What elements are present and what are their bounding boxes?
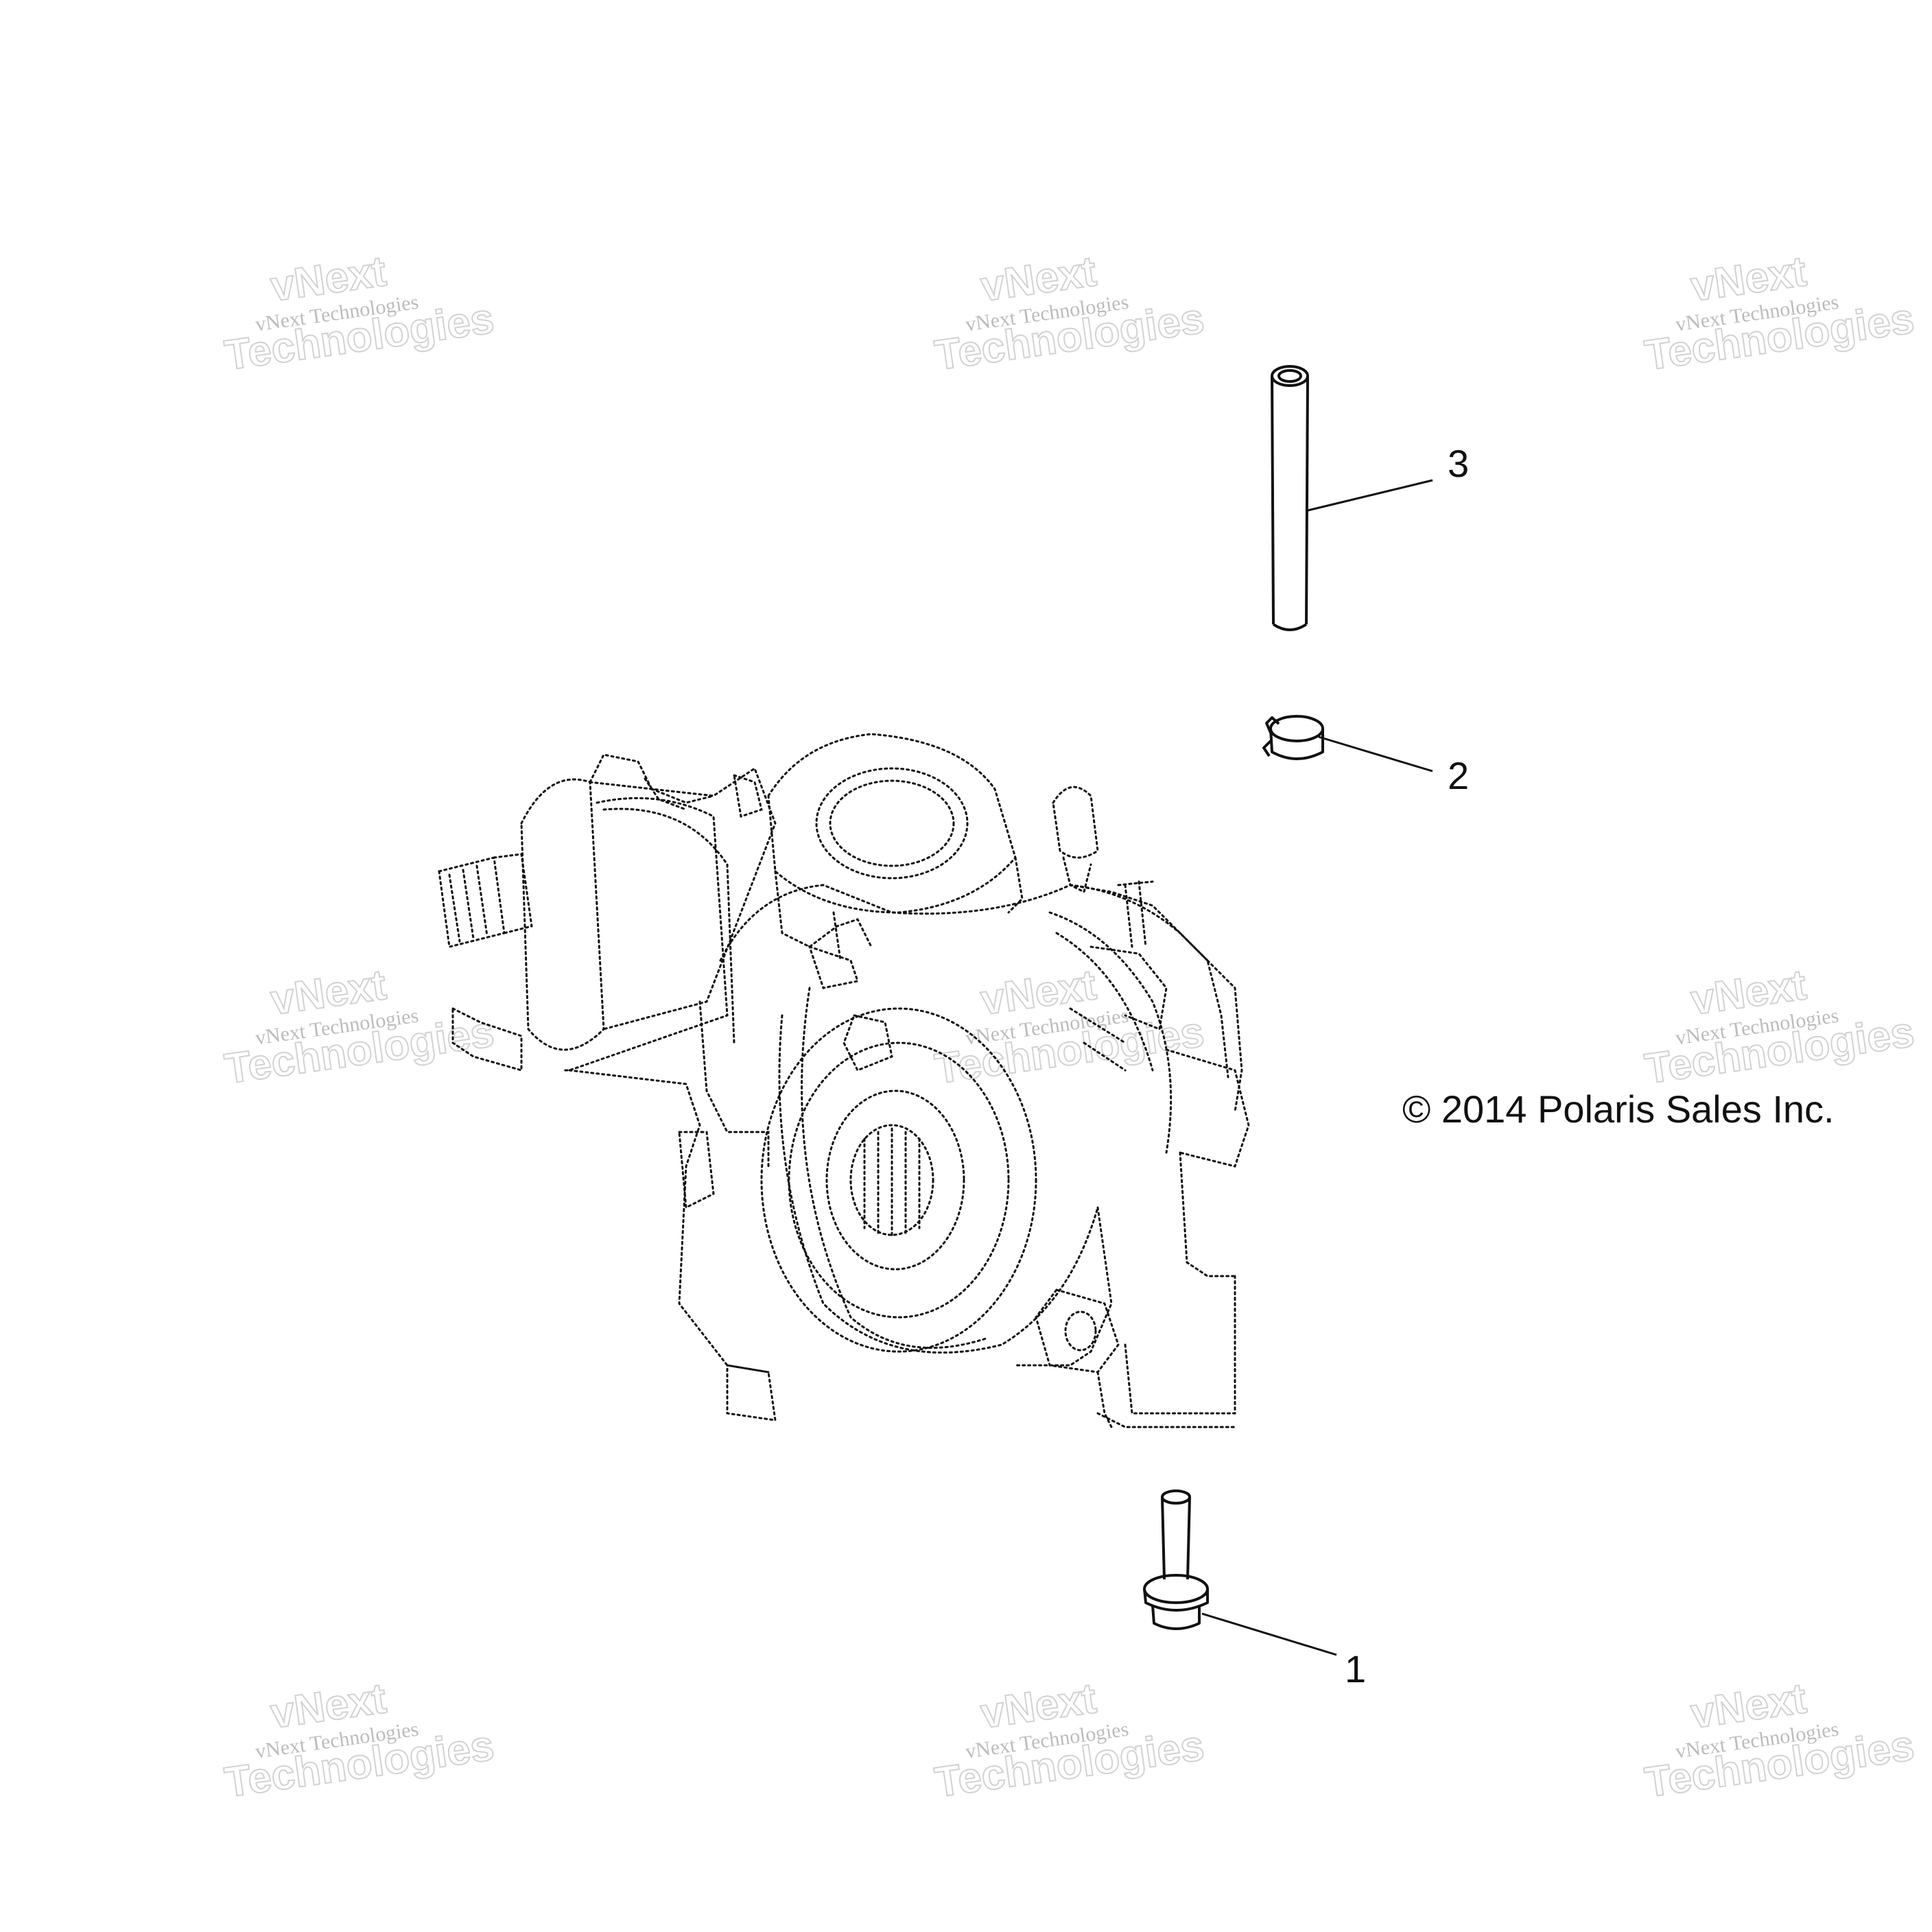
part-1-bolt — [1143, 1489, 1209, 1630]
watermark-top-center: vNext vNext Technologies Technologies — [931, 247, 1208, 380]
watermark-mid-right: vNext vNext Technologies Technologies — [1641, 961, 1918, 1094]
callout-2-label: 2 — [1448, 754, 1469, 797]
watermark-top-left: vNext vNext Technologies Technologies — [221, 247, 497, 380]
callout-1-label: 1 — [1345, 1647, 1366, 1690]
callout-3-label: 3 — [1448, 442, 1469, 485]
watermark-bottom-center: vNext vNext Technologies Technologies — [931, 1674, 1208, 1807]
watermark-top-right: vNext vNext Technologies Technologies — [1641, 247, 1918, 380]
copyright-notice: © 2014 Polaris Sales Inc. — [1402, 1087, 1835, 1131]
callout-1-leader — [1201, 1612, 1337, 1656]
gearcase-assembly — [438, 733, 1250, 1428]
callout-3-leader — [1307, 479, 1433, 512]
watermark-bottom-right: vNext vNext Technologies Technologies — [1641, 1674, 1918, 1807]
watermark-bottom-left: vNext vNext Technologies Technologies — [221, 1674, 497, 1807]
callout-2-leader — [1318, 735, 1433, 773]
part-2-clamp — [1262, 715, 1324, 760]
watermark-mid-left: vNext vNext Technologies Technologies — [221, 961, 497, 1094]
part-3-tube — [1271, 365, 1309, 631]
